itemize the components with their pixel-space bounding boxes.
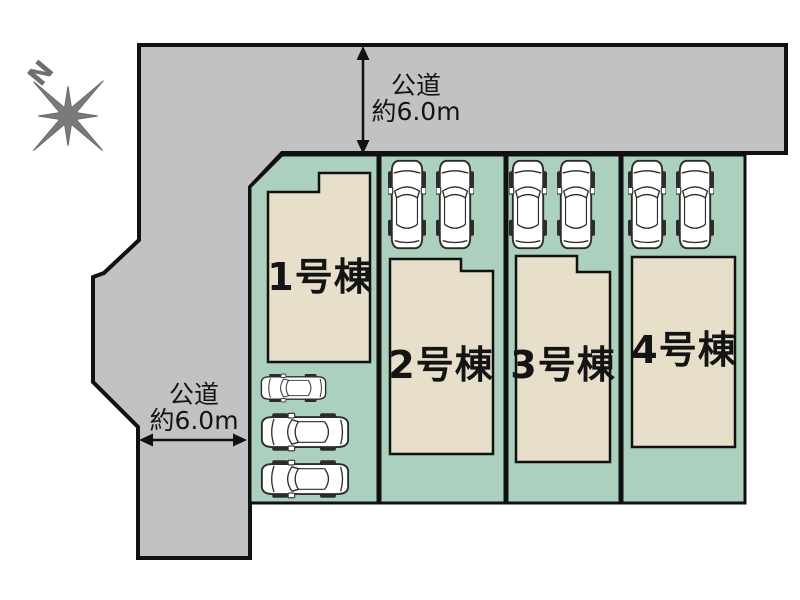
road-name-top: 公道 [390, 70, 441, 100]
car-icon [676, 159, 714, 250]
road-name-left: 公道 [168, 379, 219, 409]
building-3 [514, 254, 612, 464]
car-icon [628, 159, 666, 250]
car-icon [557, 159, 595, 250]
road-label-left: 公道 約6.0m [149, 379, 239, 435]
car-icon [388, 159, 426, 250]
building-3-label: 3号棟 [510, 343, 616, 388]
car-icon [260, 373, 327, 403]
road-width-arrow-left [139, 433, 247, 447]
building-1-label: 1号棟 [267, 255, 373, 300]
building-1 [266, 171, 372, 364]
road-width-left: 約6.0m [149, 406, 239, 435]
car-icon [436, 159, 474, 250]
road-width-arrow-top [356, 46, 370, 154]
compass-rose-icon [32, 80, 104, 152]
building-2-label: 2号棟 [388, 343, 494, 388]
building-4 [630, 255, 737, 449]
building-2 [388, 257, 495, 456]
road-label-top: 公道 約6.0m [371, 70, 461, 126]
car-icon [260, 412, 350, 452]
road-width-top: 約6.0m [371, 97, 461, 126]
building-4-label: 4号棟 [631, 328, 737, 373]
road-area [91, 43, 788, 560]
car-icon [509, 159, 547, 250]
car-icon [260, 459, 350, 499]
